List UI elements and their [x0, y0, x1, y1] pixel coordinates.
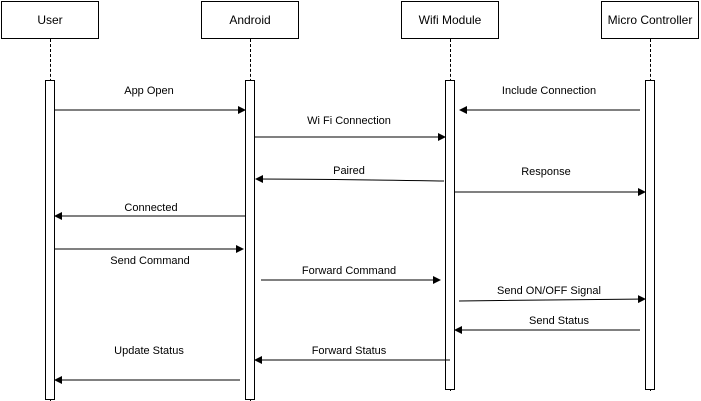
actor-android: Android [201, 1, 299, 39]
actor-label: Wifi Module [418, 13, 482, 27]
actor-user: User [1, 1, 99, 39]
message-label-forward-command: Forward Command [301, 265, 397, 277]
activation-android [245, 80, 255, 400]
arrow-paired [255, 175, 445, 184]
message-label-connected: Connected [124, 202, 178, 214]
actor-label: Android [229, 13, 271, 27]
message-label-send-on-off-signal: Send ON/OFF Signal [497, 285, 601, 297]
activation-wifi-module [445, 80, 455, 390]
message-label-update-status: Update Status [114, 345, 184, 357]
actor-label: Micro Controller [607, 13, 693, 27]
actor-wifi-module: Wifi Module [401, 1, 499, 39]
message-label-send-status: Send Status [529, 315, 589, 327]
activation-micro-controller [645, 80, 655, 390]
message-label-response: Response [521, 166, 571, 178]
message-label-forward-status: Forward Status [311, 345, 387, 357]
message-label-include-connection: Include Connection [501, 85, 597, 97]
message-label-wi-fi-connection: Wi Fi Connection [307, 115, 391, 127]
message-label-app-open: App Open [124, 85, 174, 97]
actor-label: User [37, 13, 63, 27]
message-label-send-command: Send Command [110, 255, 190, 267]
activation-user [45, 80, 55, 400]
message-label-paired: Paired [333, 165, 365, 177]
arrow-send-on-off-signal [458, 295, 646, 304]
actor-micro-controller: Micro Controller [601, 1, 699, 39]
